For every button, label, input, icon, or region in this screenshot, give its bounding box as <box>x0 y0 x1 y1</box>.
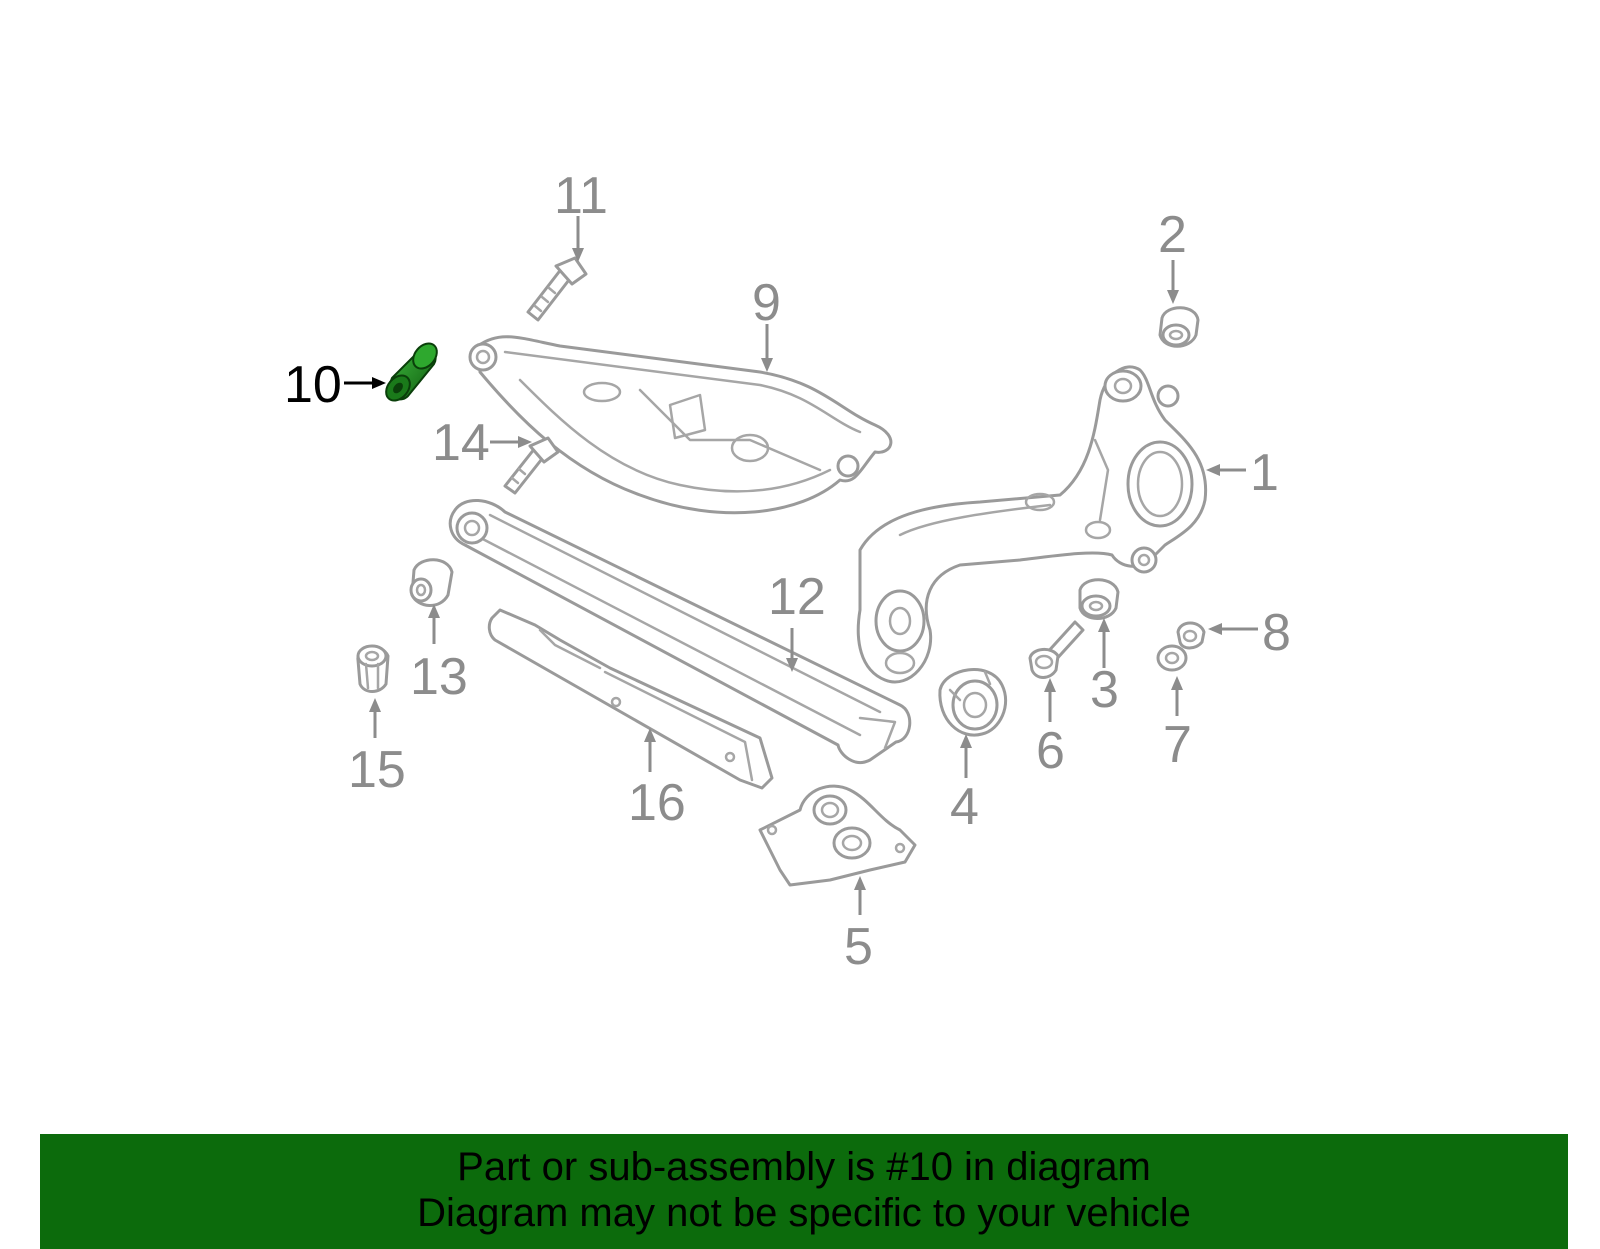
part-7-washer[interactable] <box>1156 644 1188 672</box>
callout-7[interactable]: 7 <box>1163 716 1192 774</box>
callout-5[interactable]: 5 <box>844 918 873 976</box>
callout-12[interactable]: 12 <box>768 568 826 626</box>
callout-4[interactable]: 4 <box>950 778 979 836</box>
part-2-bushing[interactable] <box>1158 306 1200 348</box>
part-11-bolt[interactable] <box>526 256 588 322</box>
part-3-bushing[interactable] <box>1078 578 1120 620</box>
callout-14[interactable]: 14 <box>432 414 490 472</box>
part-15-nut[interactable] <box>356 644 390 693</box>
callout-2[interactable]: 2 <box>1158 206 1187 264</box>
callout-labels: 11 2 9 10 14 1 12 8 13 3 7 6 15 4 16 5 <box>284 167 1291 976</box>
part-14-bolt[interactable] <box>503 436 560 495</box>
part-12-lateral-link[interactable] <box>448 499 912 764</box>
info-banner: Part or sub-assembly is #10 in diagram D… <box>40 1134 1568 1249</box>
banner-disclaimer: Diagram may not be specific to your vehi… <box>417 1191 1191 1235</box>
part-16-shield[interactable] <box>487 608 774 790</box>
banner-part-note: Part or sub-assembly is #10 in diagram <box>457 1145 1151 1189</box>
callout-8[interactable]: 8 <box>1262 604 1291 662</box>
part-13-bushing[interactable] <box>409 558 454 607</box>
part-4-bushing[interactable] <box>938 668 1008 737</box>
callout-3[interactable]: 3 <box>1090 661 1119 719</box>
part-5-mount[interactable] <box>758 784 917 887</box>
part-1-knuckle[interactable] <box>856 365 1208 684</box>
parts-diagram: 11 2 9 10 14 1 12 8 13 3 7 6 15 4 16 5 <box>284 167 1291 976</box>
callout-16[interactable]: 16 <box>628 774 686 832</box>
callout-10[interactable]: 10 <box>284 356 342 414</box>
callout-arrows <box>344 216 1258 915</box>
callout-6[interactable]: 6 <box>1036 722 1065 780</box>
callout-11[interactable]: 11 <box>554 167 608 225</box>
callout-1[interactable]: 1 <box>1250 444 1279 502</box>
part-6-bolt[interactable] <box>1028 620 1085 679</box>
callout-9[interactable]: 9 <box>752 274 781 332</box>
callout-13[interactable]: 13 <box>410 648 468 706</box>
part-10-bushing-highlighted[interactable] <box>381 339 441 405</box>
part-8-nut[interactable] <box>1176 621 1206 650</box>
part-9-control-arm[interactable] <box>468 335 893 515</box>
callout-15[interactable]: 15 <box>348 741 406 799</box>
